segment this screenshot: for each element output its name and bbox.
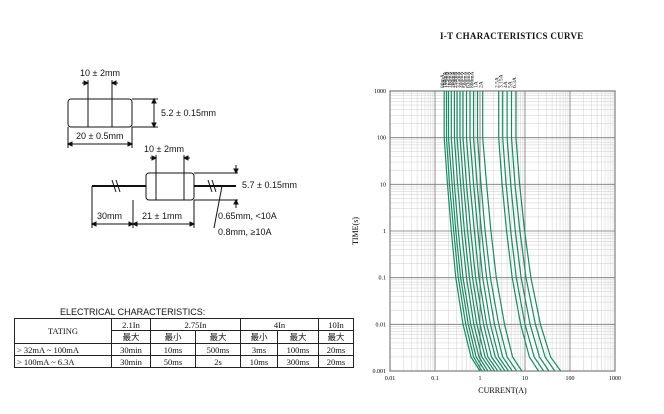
y-tick-label: 10 — [380, 182, 386, 188]
x-tick-label: 10 — [522, 376, 528, 382]
table-header-cell: 最大 — [277, 330, 319, 344]
curve-125mA — [447, 91, 486, 372]
series-label: 125mA — [445, 71, 451, 88]
lead-wire-small-label: 0.65mm, <10A — [218, 211, 277, 221]
height-label: 5.2 ± 0.15mm — [161, 108, 216, 118]
curve-200mA — [453, 91, 492, 372]
curve-400mA — [462, 91, 502, 372]
series-label: 1A — [474, 81, 480, 88]
table-cell: 10ms — [240, 355, 278, 368]
it-curve-chart: 80mA100mA125mA160mA200mA250mA315mA400mA5… — [351, 71, 621, 395]
lead-wire-large-label: 0.8mm, ≥10A — [218, 227, 272, 237]
table-row: > 32mA ~ 100mA 30min 10ms 500ms 3ms 100m… — [14, 343, 354, 356]
table-cell: 20ms — [318, 355, 354, 368]
leaded-body-length-label: 21 ± 1mm — [142, 211, 182, 221]
table-row: TATING 2.1In 2.75In 4In 10In — [14, 318, 354, 344]
curve-800mA — [473, 91, 513, 372]
table-cell: 2s — [195, 355, 241, 368]
curve-160mA — [450, 91, 489, 372]
table-header-cell: 2.1In — [111, 318, 151, 331]
table-cell: 300ms — [277, 355, 319, 368]
curve-2.5A — [498, 91, 540, 372]
series-label: 6.3A — [512, 77, 518, 88]
curve-80mA — [443, 91, 481, 372]
table-row: 最大 最小 最大 最小 最大 最大 — [15, 330, 354, 344]
body-length-label: 20 ± 0.5mm — [76, 131, 124, 141]
lead-length-label: 30mm — [97, 211, 123, 221]
ferrule-length-label: 10 ± 2mm — [80, 68, 120, 78]
y-tick-label: 1000 — [374, 89, 386, 95]
series-label: 200mA — [450, 71, 456, 88]
table-cell: 3ms — [240, 343, 278, 356]
x-tick-label: 1 — [479, 376, 482, 382]
series-label: 630mA — [466, 71, 472, 88]
table-cell: > 32mA ~ 100mA — [14, 343, 112, 356]
leaded-diameter-label: 5.7 ± 0.15mm — [242, 180, 297, 190]
table-row: > 100mA ~ 6.3A 30min 50ms 2s 10ms 300ms … — [14, 355, 354, 368]
series-label: 250mA — [453, 71, 459, 88]
series-label: 5A — [507, 81, 513, 88]
table-header-cell: 2.75In — [150, 318, 241, 331]
curve-2A — [482, 91, 523, 372]
series-label: 800mA — [470, 71, 476, 88]
curve-1A — [476, 91, 518, 372]
series-label: 2.5A — [495, 77, 501, 88]
curve-630mA — [469, 91, 509, 372]
y-tick-label: 1 — [383, 229, 386, 235]
electrical-title: ELECTRICAL CHARACTERISTICS: — [60, 307, 206, 317]
curve-250mA — [456, 91, 495, 372]
table-header-cell: 最大 — [111, 330, 151, 344]
series-label: 80mA — [440, 74, 446, 88]
table-cell: 100ms — [277, 343, 319, 356]
table-cell: 30min — [111, 355, 151, 368]
x-tick-label: 1000 — [609, 376, 621, 382]
table-header-cell: 4In — [240, 318, 319, 331]
series-label: 4A — [503, 81, 509, 88]
table-cell: 30min — [111, 343, 151, 356]
table-header-cell: TATING — [14, 318, 112, 344]
curve-100mA — [445, 91, 483, 372]
series-label: 160mA — [447, 71, 453, 88]
table-cell: 500ms — [195, 343, 241, 356]
y-tick-label: 100 — [377, 136, 386, 142]
x-tick-label: 100 — [566, 376, 575, 382]
y-axis-label: TIME(s) — [351, 217, 360, 245]
fuse-body-top — [66, 80, 158, 148]
leaded-ferrule-length-label: 10 ± 2mm — [144, 144, 184, 154]
series-label: 315mA — [456, 71, 462, 88]
table-header-cell: 最大 — [195, 330, 241, 344]
curve-5A — [510, 91, 556, 372]
curve-3.15A — [502, 91, 545, 372]
series-label: 2A — [479, 81, 485, 88]
x-tick-label: 0.1 — [431, 376, 439, 382]
y-tick-label: 0.1 — [379, 276, 387, 282]
chart-title: I-T CHARACTERISTICS CURVE — [440, 31, 584, 41]
curve-315mA — [459, 91, 499, 372]
table-header-cell: 最小 — [240, 330, 278, 344]
curve-6.3A — [515, 91, 562, 372]
curve-4A — [506, 91, 550, 372]
series-label: 400mA — [459, 71, 465, 88]
series-label: 100mA — [442, 71, 448, 88]
table-cell: 50ms — [150, 355, 196, 368]
electrical-table: TATING 2.1In 2.75In 4In 10In 最大 最小 最大 最小… — [14, 318, 354, 368]
table-header-cell: 最小 — [150, 330, 196, 344]
table-cell: 10ms — [150, 343, 196, 356]
series-label: 3.15A — [499, 74, 505, 88]
y-tick-label: 0.001 — [373, 369, 387, 375]
table-cell: > 100mA ~ 6.3A — [14, 355, 112, 368]
series-label: 500mA — [462, 71, 468, 88]
x-tick-label: 0.01 — [385, 376, 396, 382]
curve-500mA — [465, 91, 506, 372]
y-tick-label: 0.01 — [376, 322, 387, 328]
fuse-body-leaded — [90, 155, 239, 229]
dimension-drawings — [66, 80, 239, 229]
x-axis-label: CURRENT(A) — [478, 386, 527, 395]
